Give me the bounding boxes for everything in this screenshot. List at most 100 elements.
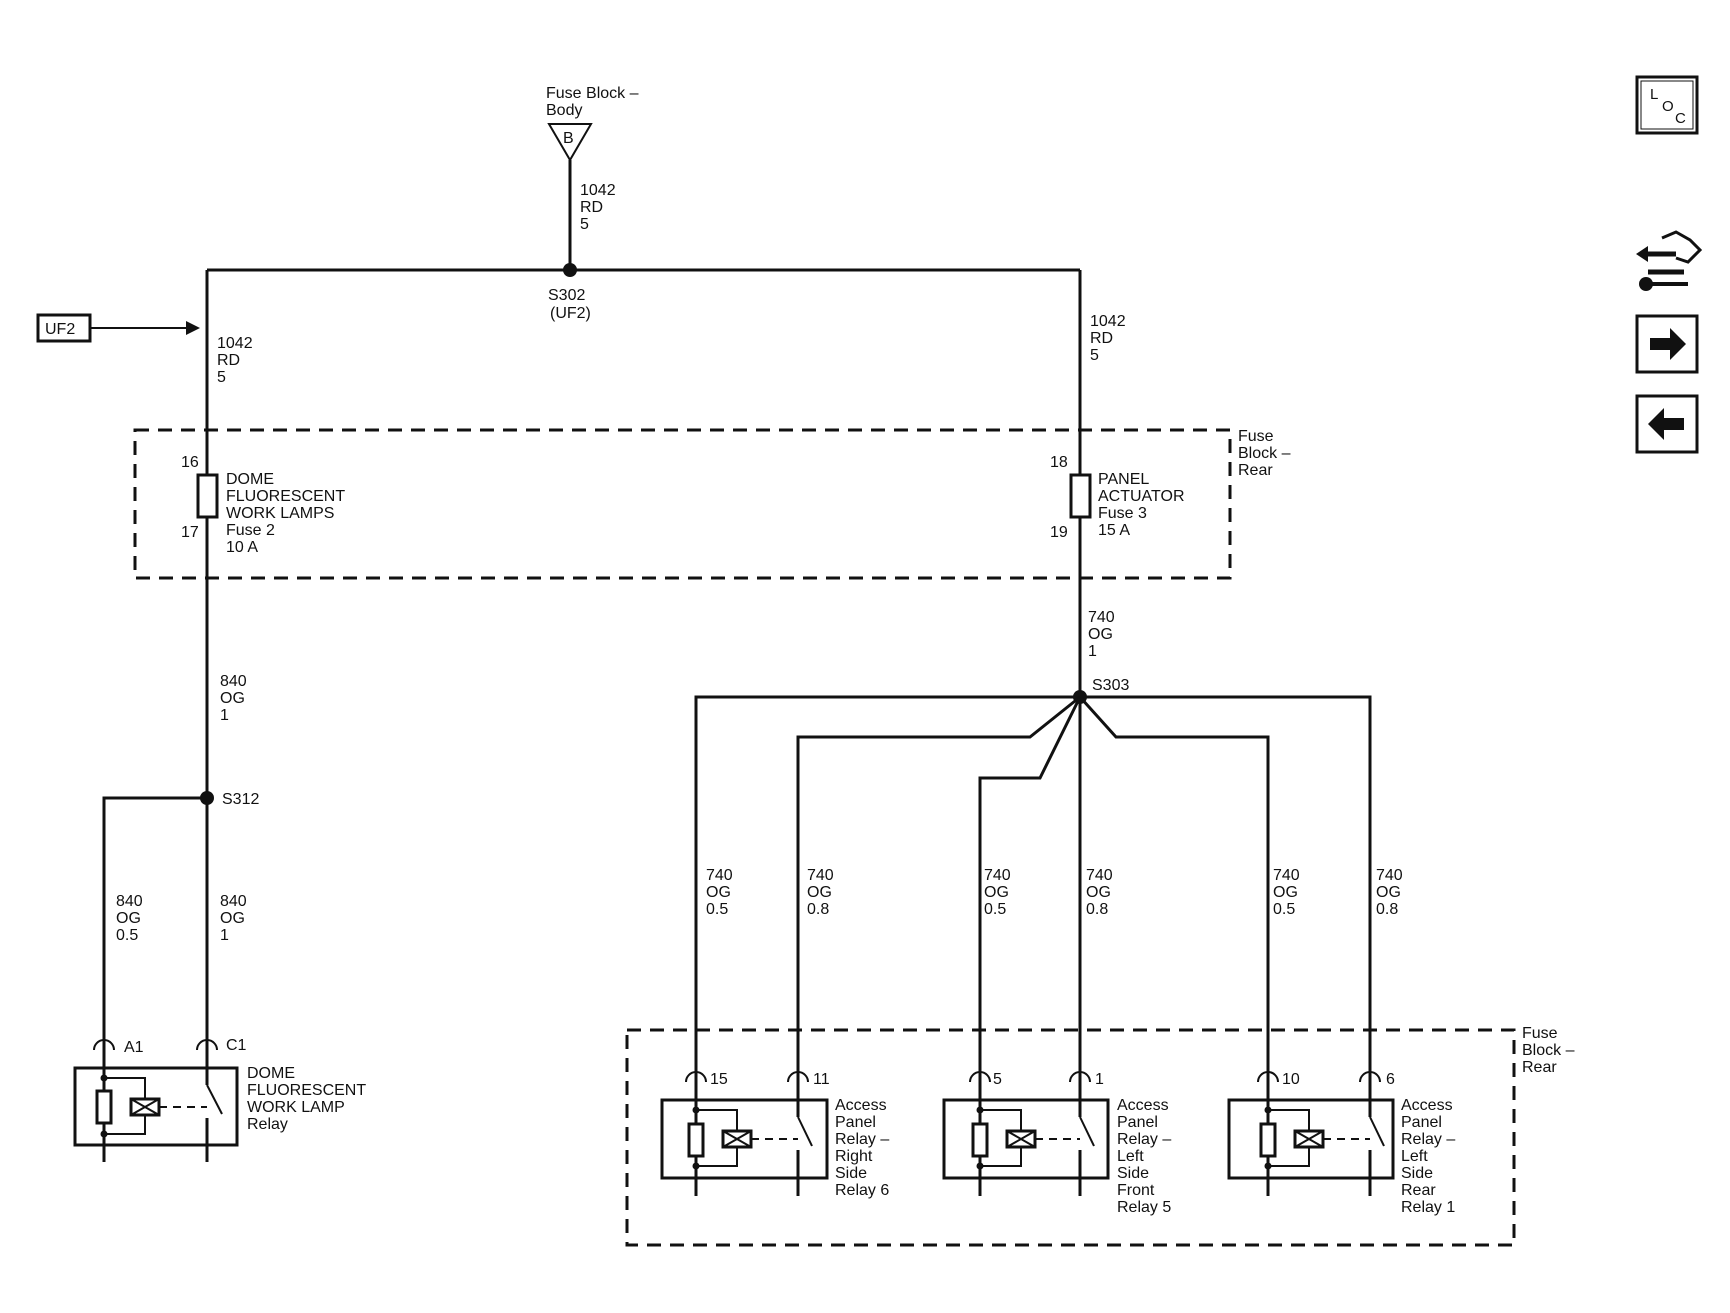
fuse-2-pin-in: 16 xyxy=(181,454,199,471)
branch-label-2: 740 OG 0.8 xyxy=(807,867,834,918)
relay-1-connector-left xyxy=(1257,1071,1279,1083)
wire-size: 1 xyxy=(1088,643,1097,660)
relay-1-label: Relay – xyxy=(1401,1131,1455,1148)
wire-color: OG xyxy=(1086,884,1111,901)
relay-1-label: Relay 1 xyxy=(1401,1199,1455,1216)
connector-wrench-icon-plug xyxy=(1661,230,1703,264)
wire-circuit: 740 xyxy=(1088,609,1115,626)
fuse-3-pin-out: 19 xyxy=(1050,524,1068,541)
label-line: Rear xyxy=(1238,462,1273,479)
loc-icon-frame[interactable] xyxy=(1635,75,1699,135)
branch-label-6: 740 OG 0.8 xyxy=(1376,867,1403,918)
label-line: Block – xyxy=(1238,445,1291,462)
wire-circuit: 740 xyxy=(1273,867,1300,884)
feed-wire-right-label: 1042 RD 5 xyxy=(1090,313,1126,364)
wire-size: 5 xyxy=(580,216,589,233)
relay-5-resistor xyxy=(971,1122,989,1158)
relay-1-coil-x xyxy=(1294,1130,1324,1148)
wire-color: RD xyxy=(217,352,240,369)
relay-6-resistor xyxy=(687,1122,705,1158)
wire-color: OG xyxy=(706,884,731,901)
fuse-3-label: 15 A xyxy=(1098,522,1130,539)
relay-1-pin-left: 10 xyxy=(1282,1071,1300,1088)
loc-icon-letter: C xyxy=(1675,110,1686,127)
feed-wire-left-label: 1042 RD 5 xyxy=(217,335,253,386)
fuse-2-symbol xyxy=(196,473,219,519)
wire-color: RD xyxy=(580,199,603,216)
relay-5-switch-contact xyxy=(1079,1116,1095,1147)
relay-6-pin-right: 11 xyxy=(813,1071,830,1088)
label-line: Fuse xyxy=(1238,428,1274,445)
wire-circuit: 1042 xyxy=(580,182,616,199)
fuse-2-label: FLUORESCENT xyxy=(226,488,345,505)
loc-icon[interactable]: L O C xyxy=(1635,75,1699,135)
branch-wire-3 xyxy=(978,696,1082,1074)
wire-size: 1 xyxy=(220,927,229,944)
relay-5-connector-left xyxy=(969,1071,991,1083)
wire-740-main-label: 740 OG 1 xyxy=(1088,609,1115,660)
relay-5-connector-right xyxy=(1069,1071,1091,1083)
relay-5-label: Panel xyxy=(1117,1114,1158,1131)
relay-5-label: Relay – xyxy=(1117,1131,1171,1148)
branch-label-3: 740 OG 0.5 xyxy=(984,867,1011,918)
wire-circuit: 1042 xyxy=(1090,313,1126,330)
relay-1-connector-right xyxy=(1359,1071,1381,1083)
relay-6-label: Relay – xyxy=(835,1131,889,1148)
branch-wire-5 xyxy=(1078,695,1270,1074)
wire-color: OG xyxy=(220,910,245,927)
wire-840-c1-label: 840 OG 1 xyxy=(220,893,247,944)
fuse-block-body-label-1: Fuse Block – xyxy=(546,85,639,102)
fuse-3-label: ACTUATOR xyxy=(1098,488,1185,505)
wire-circuit: 840 xyxy=(220,673,247,690)
wire-size: 0.8 xyxy=(1086,901,1108,918)
relay-5-junction xyxy=(976,1106,984,1114)
dome-relay-label: Relay xyxy=(247,1116,288,1133)
fuse-3: 18 19 PANEL ACTUATOR Fuse 3 15 A xyxy=(1050,454,1185,541)
wire-840-a1 xyxy=(102,796,207,1042)
connector-a1-symbol xyxy=(93,1039,115,1051)
branch-wire-2 xyxy=(796,695,1081,1074)
relay-5: 5 1 Access Panel Relay – Left Side Front… xyxy=(942,1071,1171,1216)
relay-1-resistor xyxy=(1259,1122,1277,1158)
arrow-right-icon[interactable] xyxy=(1635,314,1699,374)
uf2-reference[interactable]: UF2 xyxy=(36,313,92,343)
wire-color: OG xyxy=(984,884,1009,901)
relay-1-label: Access xyxy=(1401,1097,1453,1114)
wire-size: 0.8 xyxy=(807,901,829,918)
uf2-reference-label: UF2 xyxy=(45,321,75,338)
wire-circuit: 740 xyxy=(1086,867,1113,884)
relay-5-coil-x xyxy=(1006,1130,1036,1148)
wire-840-main-label: 840 OG 1 xyxy=(220,673,247,724)
fuse-2-label: 10 A xyxy=(226,539,258,556)
uf2-reference-box[interactable] xyxy=(36,313,92,343)
loc-icon-letter: O xyxy=(1662,98,1674,115)
splice-s302-dot xyxy=(563,263,577,277)
loc-icon-letter: L xyxy=(1650,86,1658,103)
relay-6-switch-contact xyxy=(797,1116,813,1147)
wire-size: 0.8 xyxy=(1376,901,1398,918)
relay-1-pin-right: 6 xyxy=(1386,1071,1395,1088)
fuse-block-terminal-triangle xyxy=(547,123,593,162)
dome-relay-label: WORK LAMP xyxy=(247,1099,345,1116)
arrow-left-icon[interactable] xyxy=(1635,394,1699,454)
wire-size: 0.5 xyxy=(116,927,138,944)
connector-wrench-icon[interactable] xyxy=(1636,230,1703,291)
relay-6-label: Panel xyxy=(835,1114,876,1131)
relay-5-label: Front xyxy=(1117,1182,1155,1199)
relay-1-switch-contact xyxy=(1369,1116,1385,1147)
arrow-left-icon-frame[interactable] xyxy=(1635,394,1699,454)
wire-circuit: 1042 xyxy=(217,335,253,352)
wire-size: 0.5 xyxy=(706,901,728,918)
wire-840-a1-label: 840 OG 0.5 xyxy=(116,893,143,944)
dome-relay-pin-c: C1 xyxy=(226,1037,247,1054)
wire-color: RD xyxy=(1090,330,1113,347)
dome-relay-junction xyxy=(100,1130,108,1138)
branch-label-4: 740 OG 0.8 xyxy=(1086,867,1113,918)
wire-size: 5 xyxy=(217,369,226,386)
relay-5-pin-left: 5 xyxy=(993,1071,1002,1088)
feed-wire-top-label: 1042 RD 5 xyxy=(580,182,616,233)
dome-relay-switch-contact xyxy=(206,1084,223,1115)
relay-5-junction xyxy=(976,1162,984,1170)
relay-6-pin-left: 15 xyxy=(710,1071,728,1088)
relay-5-label: Access xyxy=(1117,1097,1169,1114)
